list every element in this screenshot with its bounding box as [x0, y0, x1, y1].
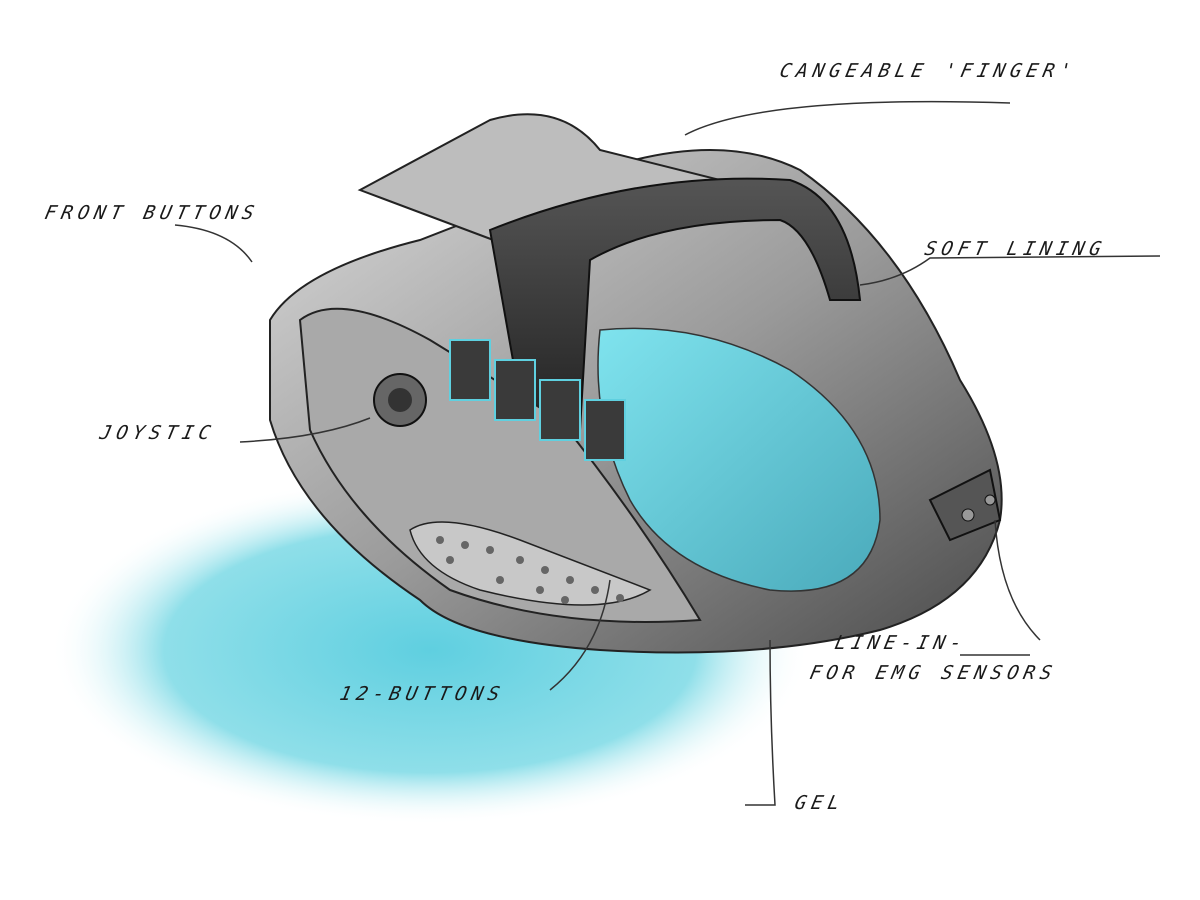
- strap: [488, 177, 862, 432]
- front-buttons: [449, 339, 626, 461]
- twelve-button-pad: [409, 521, 652, 606]
- front-button: [539, 379, 581, 441]
- label-twelve-buttons: 12-BUTTONS: [337, 683, 507, 705]
- emg-port: [984, 494, 996, 506]
- front-button: [584, 399, 626, 461]
- label-soft-lining: SOFT LINING: [922, 238, 1109, 260]
- leader-lines: [174, 100, 1161, 806]
- label-joystick: JOYSTIC: [97, 422, 218, 444]
- emg-connector: [928, 468, 1002, 542]
- front-button: [494, 359, 536, 421]
- label-emg-sensors: FOR EMG SENSORS: [807, 662, 1059, 684]
- label-line-in: LINE-IN-: [832, 632, 969, 654]
- label-changeable-finger: CANGEABLE 'FINGER': [777, 60, 1079, 82]
- small-buttons: [436, 536, 624, 604]
- emg-port: [961, 508, 975, 522]
- joystick-cap: [388, 388, 412, 412]
- label-gel: GEL: [792, 792, 847, 814]
- label-front-buttons: FRONT BUTTONS: [42, 202, 262, 224]
- front-button: [449, 339, 491, 401]
- gel-pad: [597, 327, 881, 592]
